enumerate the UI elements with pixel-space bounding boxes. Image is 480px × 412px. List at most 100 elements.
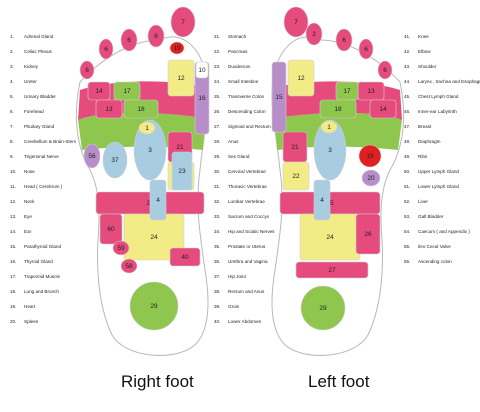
legend-item: 54.Caecum ( and Appendix )	[404, 224, 480, 239]
l-zone-13-label: 13	[367, 88, 375, 95]
legend-label: Ascending colon	[418, 259, 452, 264]
r-zone-37-label: 37	[111, 157, 119, 164]
legend-number: 5.	[10, 94, 14, 99]
l-zone-4-shape	[313, 179, 331, 221]
legend-number: 10.	[10, 169, 17, 174]
legend-item: 22.Pancreas	[214, 44, 274, 59]
r-zone-23-shape	[171, 151, 193, 191]
legend-label: Hip and Sciatic Nerves	[228, 229, 275, 234]
right-foot-caption: Right foot	[121, 372, 194, 391]
legend-label: Larynx , trachea and Esophagus	[418, 79, 480, 84]
l-zone-20-shape	[361, 169, 381, 187]
legend-label: Ribs	[418, 154, 428, 159]
legend-label: Head ( Cerebrum )	[24, 184, 63, 189]
l-toe-6b-shape	[358, 38, 374, 60]
legend-label: Cerebellum & Brain-Stem	[24, 139, 77, 144]
legend-item: 39.Groin	[214, 299, 274, 314]
l-zone-3-shape	[313, 119, 347, 181]
r-zone-58-shape	[120, 258, 138, 274]
legend-item: 41.Knee	[404, 29, 480, 44]
legend-number: 18.	[10, 289, 17, 294]
r-zone-29-shape	[129, 281, 179, 331]
l-toe-6a-label: 6	[342, 37, 346, 44]
l-zone-26-label: 26	[364, 231, 372, 238]
l-toe-7-shape	[283, 6, 309, 38]
legend-item: 24.Small Intestine	[214, 74, 274, 89]
legend-number: 6.	[10, 109, 14, 114]
legend-number: 38.	[214, 289, 221, 294]
r-zone-37-shape	[102, 141, 128, 179]
r-toe-7-shape	[170, 6, 196, 38]
legend-item: 21.Stomach	[214, 29, 274, 44]
legend-label: Caecum ( and Appendix )	[418, 229, 470, 234]
legend-number: 35.	[214, 244, 221, 249]
legend-number: 26.	[214, 109, 221, 114]
legend-label: Ear	[24, 229, 32, 234]
r-zone-60-label: 60	[107, 226, 115, 233]
legend-number: 39.	[214, 304, 221, 309]
legend-item: 45.Chest Lymph Gland	[404, 89, 480, 104]
legend-label: Thyroid Gland	[24, 259, 53, 264]
legend-item: 13.Eye	[10, 209, 76, 224]
legend-label: Breast	[418, 124, 432, 129]
r-zone-23-label: 23	[178, 168, 186, 175]
legend-label: Rectum and Anus	[228, 289, 265, 294]
legend-number: 52.	[404, 199, 411, 204]
r-zone-18-shape	[123, 99, 159, 119]
l-zone-19-shape	[358, 144, 382, 168]
legend-label: Lower Lymph Gland	[418, 184, 459, 189]
legend-label: Heart	[24, 304, 36, 309]
legend-label: Knee	[418, 34, 429, 39]
legend-item: 37.Hip Joint	[214, 269, 274, 284]
legend-item: 53. Gall Bladder	[404, 209, 480, 224]
legend-label: Gall Bladder	[418, 214, 444, 219]
legend-number: 32.	[214, 199, 221, 204]
legend-number: 27.	[214, 124, 221, 129]
legend-label: Hip Joint	[228, 274, 246, 279]
l-zone-27-shape	[295, 261, 369, 279]
legend-item: 19.Heart	[10, 299, 76, 314]
legend-number: 47.	[404, 124, 411, 129]
legend-item: 23.Duodenum	[214, 59, 274, 74]
legend-item: 44.Larynx , trachea and Esophagus	[404, 74, 480, 89]
r-zone-12-label: 12	[177, 75, 185, 82]
legend-label: Stomach	[228, 34, 247, 39]
legend-label: Nose	[24, 169, 35, 174]
legend-label: Urinary Bladder	[24, 94, 56, 99]
legend-number: 15.	[10, 244, 17, 249]
r-zone-59-shape	[112, 240, 130, 256]
legend-label: Spleen	[24, 319, 39, 324]
legend-label: Thoracic Vertebrae	[228, 184, 267, 189]
legend-number: 28.	[214, 139, 221, 144]
legend-label: Sigmoid and Rectum	[228, 124, 271, 129]
legend-item: 9.Trigeminal Nerve	[10, 149, 76, 164]
legend-item: 15.Parathyroid Gland	[10, 239, 76, 254]
legend-item: 30.Cervical Vertebrae	[214, 164, 274, 179]
legend-label: Inner-ear Labyrinth	[418, 109, 457, 114]
legend-number: 45.	[404, 94, 411, 99]
legend-number: 53.	[404, 214, 411, 219]
l-zone-22-shape	[282, 161, 310, 191]
legend-item: 17.Trapezoid Muscle	[10, 269, 76, 284]
r-zone-19-label: 19	[173, 45, 181, 52]
r-zone-29-label: 29	[150, 303, 158, 310]
legend-item: 4.Ureter	[10, 74, 76, 89]
legend-number: 42.	[404, 49, 411, 54]
legend-number: 29.	[214, 154, 221, 159]
legend-item: 6.Forehead	[10, 104, 76, 119]
zone-layer: 7666619171816123137562122232524605958291…	[79, 6, 397, 331]
legend-number: 11.	[10, 184, 17, 189]
legend-number: 13.	[10, 214, 17, 219]
r-zone-18-label: 18	[137, 106, 145, 113]
legend-number: 33.	[214, 214, 221, 219]
legend-label: Ureter	[24, 79, 37, 84]
legend-label: Diaphragm	[418, 139, 441, 144]
legend-label: Kidney	[24, 64, 39, 69]
l-zone-27-label: 27	[328, 267, 336, 274]
l-zone-15-label: 15	[275, 94, 283, 101]
legend-number: 12.	[10, 199, 17, 204]
l-toe-2-label: 2	[312, 31, 316, 38]
r-zone-4-label: 4	[156, 197, 160, 204]
legend-item: 33.Sacrum and Coccyx	[214, 209, 274, 224]
